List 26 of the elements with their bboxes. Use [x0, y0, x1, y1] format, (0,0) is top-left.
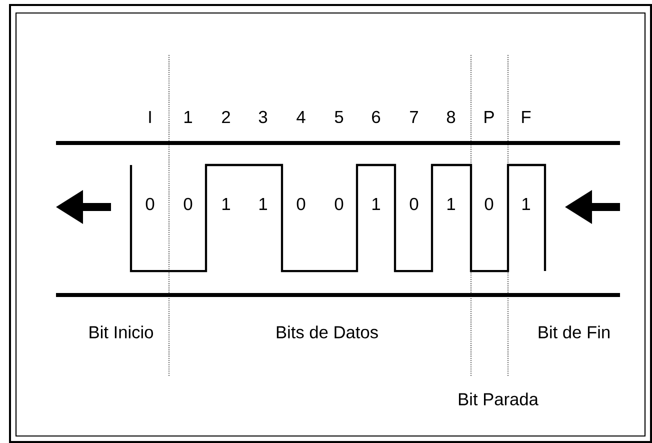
bit-value: 0 — [146, 198, 154, 210]
bit-position-label: 5 — [334, 110, 344, 124]
bit-position-label: F — [522, 111, 531, 123]
bit-position-label: 8 — [446, 110, 456, 124]
bit-position-label: 1 — [184, 111, 192, 123]
field-label: Bits de Datos — [276, 326, 378, 338]
bit-position-label: 6 — [372, 110, 380, 124]
bit-value: 0 — [484, 198, 494, 210]
bit-value: 1 — [448, 198, 455, 210]
bit-position-label: 4 — [296, 111, 306, 123]
field-label: Bit Inicio — [90, 326, 153, 338]
bit-position-label: 3 — [258, 110, 268, 124]
bit-value: 0 — [184, 198, 192, 210]
bit-value: 0 — [296, 198, 306, 210]
bit-value: 1 — [222, 198, 230, 210]
bit-value: 1 — [260, 198, 267, 210]
bit-value: 1 — [372, 198, 380, 210]
bit-value: 0 — [410, 198, 418, 210]
bit-value: 1 — [522, 198, 530, 210]
bit-position-label: I — [149, 111, 151, 123]
bit-position-label: 2 — [222, 110, 230, 124]
bit-value: 0 — [334, 198, 344, 210]
field-label: Bit Parada — [458, 392, 538, 406]
bit-position-label: P — [484, 111, 494, 123]
field-label: Bit de Fin — [538, 326, 610, 338]
bit-position-label: 7 — [410, 111, 418, 123]
